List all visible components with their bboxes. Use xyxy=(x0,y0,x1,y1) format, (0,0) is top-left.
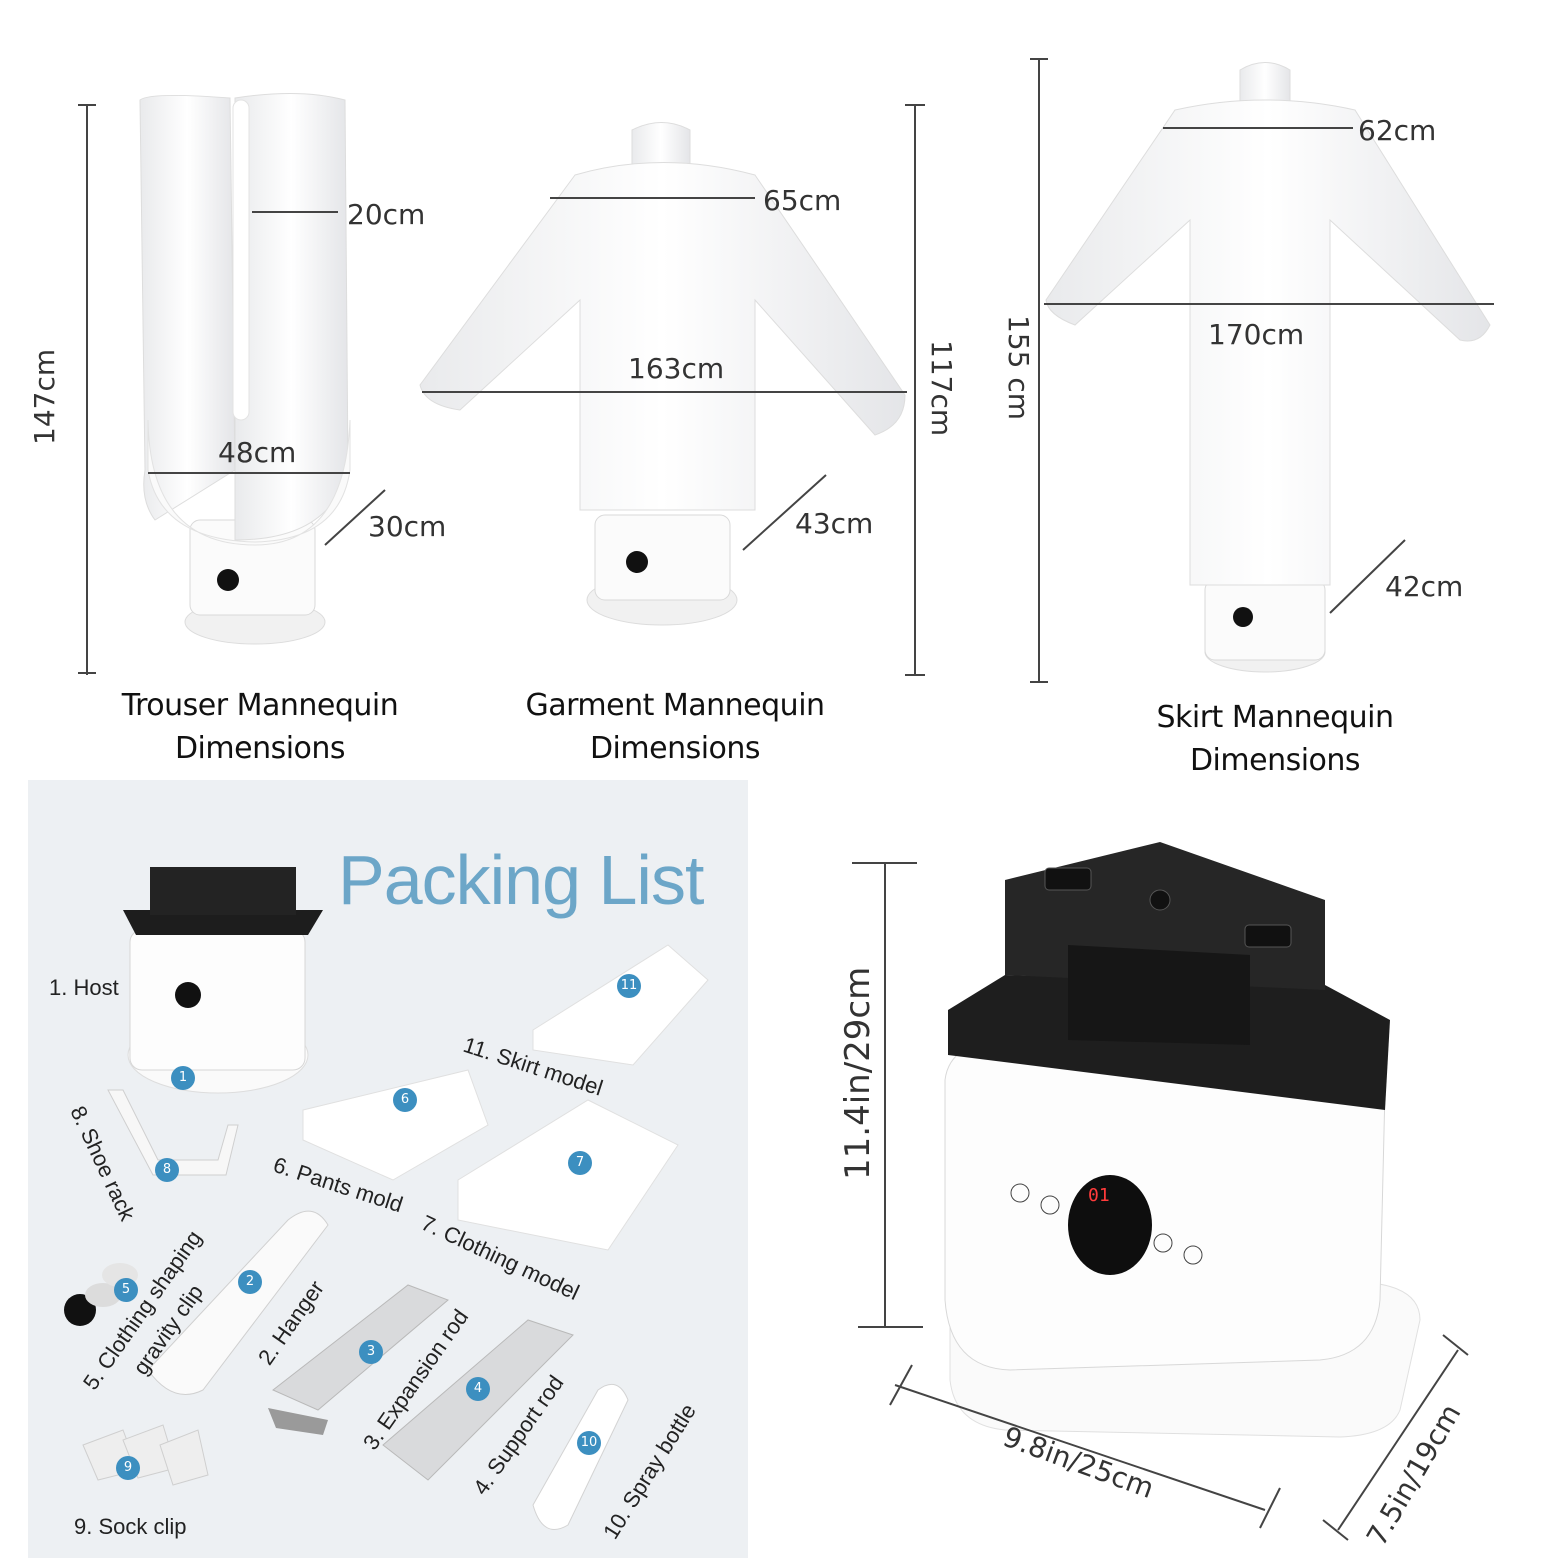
skirt-arm-span-label: 170cm xyxy=(1208,318,1305,351)
height-line xyxy=(1038,58,1040,683)
trouser-leg-width-label: 20cm xyxy=(347,198,426,231)
item-label-sock-clip: 9. Sock clip xyxy=(74,1514,187,1539)
trouser-mannequin-illustration xyxy=(139,92,351,645)
height-cap-bottom xyxy=(78,672,96,674)
item-badge: 3 xyxy=(359,1340,383,1364)
item-badge: 6 xyxy=(393,1088,417,1112)
leg-width-line xyxy=(252,211,338,213)
height-cap-top xyxy=(852,862,917,864)
display-readout: 01 xyxy=(1088,1185,1110,1206)
skirt-shoulder-label: 62cm xyxy=(1358,114,1437,147)
height-cap-top xyxy=(1030,58,1048,60)
item-badge: 5 xyxy=(114,1278,138,1302)
item-badge: 11 xyxy=(617,974,641,998)
item-badge: 1 xyxy=(171,1066,195,1090)
height-cap-bottom xyxy=(1030,681,1048,683)
trouser-depth-label: 30cm xyxy=(368,510,447,543)
garment-caption-line1: Garment Mannequin xyxy=(525,688,825,723)
garment-shoulder-label: 65cm xyxy=(763,184,842,217)
skirt-mannequin-illustration xyxy=(1045,62,1491,673)
width-line xyxy=(148,472,350,474)
skirt-depth-label: 42cm xyxy=(1385,570,1464,603)
garment-caption: Garment Mannequin Dimensions xyxy=(510,684,840,770)
skirt-caption-line1: Skirt Mannequin xyxy=(1156,700,1394,735)
height-cap-top xyxy=(905,104,925,106)
packing-list-title: Packing List xyxy=(338,841,704,919)
item-badge: 2 xyxy=(238,1270,262,1294)
item-badge: 10 xyxy=(577,1431,601,1455)
height-cap-bottom xyxy=(905,674,925,676)
packing-list-panel: Packing List 1 1. Host 2 2. xyxy=(28,780,748,1558)
depth-line xyxy=(1329,539,1406,614)
shoulder-line xyxy=(550,197,755,199)
trouser-width-label: 48cm xyxy=(218,436,297,469)
base-height-label: 11.4in/29cm xyxy=(838,966,878,1180)
item-badge: 4 xyxy=(466,1377,490,1401)
depth-line xyxy=(1322,1334,1469,1541)
trouser-caption-line2: Dimensions xyxy=(174,731,346,766)
item-badge: 9 xyxy=(116,1456,140,1480)
trouser-caption: Trouser Mannequin Dimensions xyxy=(100,684,420,770)
arm-span-line xyxy=(422,391,907,393)
item-badge: 8 xyxy=(155,1158,179,1182)
garment-mannequin-illustration xyxy=(419,122,906,626)
height-line xyxy=(86,105,88,675)
trouser-caption-line1: Trouser Mannequin xyxy=(121,688,399,723)
depth-line xyxy=(742,474,827,551)
height-cap-top xyxy=(78,104,96,106)
skirt-caption-line2: Dimensions xyxy=(1189,743,1361,778)
garment-arm-span-label: 163cm xyxy=(628,352,725,385)
shoulder-line xyxy=(1163,127,1353,129)
item-badge: 7 xyxy=(568,1151,592,1175)
arm-span-line xyxy=(1044,303,1494,305)
garment-depth-label: 43cm xyxy=(795,507,874,540)
height-line xyxy=(914,104,916,676)
height-cap-bottom xyxy=(858,1326,923,1328)
garment-caption-line2: Dimensions xyxy=(589,731,761,766)
width-line xyxy=(889,1364,1281,1529)
item-label-host: 1. Host xyxy=(49,975,119,1000)
skirt-caption: Skirt Mannequin Dimensions xyxy=(1120,696,1430,782)
depth-line xyxy=(324,489,386,546)
height-line xyxy=(884,862,886,1327)
